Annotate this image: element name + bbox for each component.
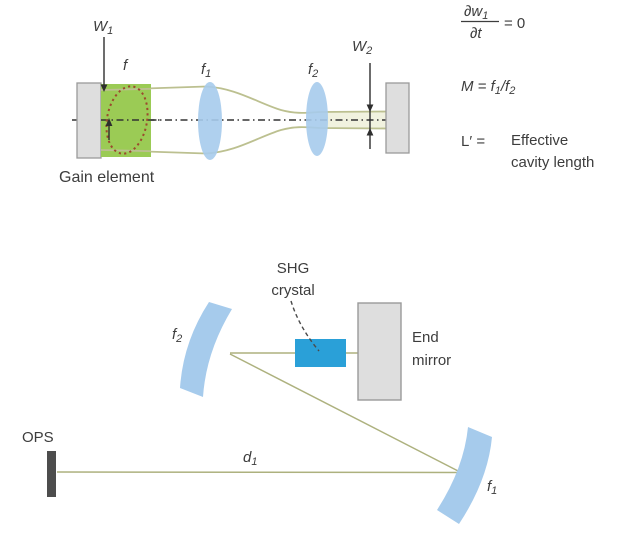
eq-dw-dt: ∂w1 ∂t = 0	[461, 3, 525, 42]
w2-arrowhead-up-icon	[366, 128, 374, 136]
lens-f1	[198, 82, 222, 160]
shg-crystal-rect	[295, 339, 346, 367]
equations-block: ∂w1 ∂t = 0 M = f1/f2 L′ = Effective cavi…	[461, 3, 594, 171]
beam-f2-to-f1	[229, 353, 463, 474]
w2-label: W2	[352, 38, 372, 57]
d1-label: d1	[243, 449, 257, 468]
eq1-numerator: ∂w1	[464, 3, 488, 22]
end-mirror-label-line1: End	[412, 329, 439, 346]
ops-label: OPS	[22, 429, 54, 446]
beam-over-gain-upper	[100, 87, 152, 91]
shg-leader-line	[290, 300, 320, 352]
eq3-line1: Effective	[511, 132, 568, 149]
beam-over-gain-lower	[100, 149, 152, 153]
f2-label: f2	[308, 61, 318, 80]
folded-cavity-diagram: SHG crystal End mirror f2 OPS d1 f1	[22, 260, 497, 524]
eq1-denominator: ∂t	[470, 25, 482, 42]
lens-f2	[306, 82, 328, 156]
shg-crystal-label-line2: crystal	[271, 282, 314, 299]
f1-mirror-label: f1	[487, 478, 497, 497]
eq-magnification: M = f1/f2	[461, 78, 515, 97]
eq3-line2: cavity length	[511, 154, 594, 171]
end-mirror-label-line2: mirror	[412, 352, 451, 369]
w1-arrowhead-down-icon	[100, 84, 108, 92]
shg-crystal-label-line1: SHG	[277, 260, 310, 277]
f2-mirror-label: f2	[172, 326, 182, 345]
linear-cavity-diagram: W1 f f1 f2 W2 Gain element	[59, 18, 410, 186]
gain-arrowhead-up-icon	[105, 118, 113, 126]
w2-arrowhead-down-icon	[366, 104, 374, 112]
eq3-lhs: L′ =	[461, 133, 485, 150]
f1-label: f1	[201, 61, 211, 80]
eq1-rhs: = 0	[504, 15, 525, 32]
curved-mirror-f2	[180, 302, 232, 397]
ops-chip	[47, 451, 56, 497]
pump-mode-ellipse	[105, 85, 149, 155]
gain-element-label: Gain element	[59, 169, 155, 186]
w1-label: W1	[93, 18, 113, 37]
end-mirror-top	[385, 82, 410, 154]
f-label: f	[123, 57, 129, 74]
eq-cavity-length: L′ = Effective cavity length	[461, 132, 594, 171]
beam-ops-to-f1	[56, 471, 463, 474]
end-mirror-bottom	[357, 302, 402, 401]
left-mirror	[76, 82, 102, 159]
curved-mirror-f1	[437, 427, 492, 524]
